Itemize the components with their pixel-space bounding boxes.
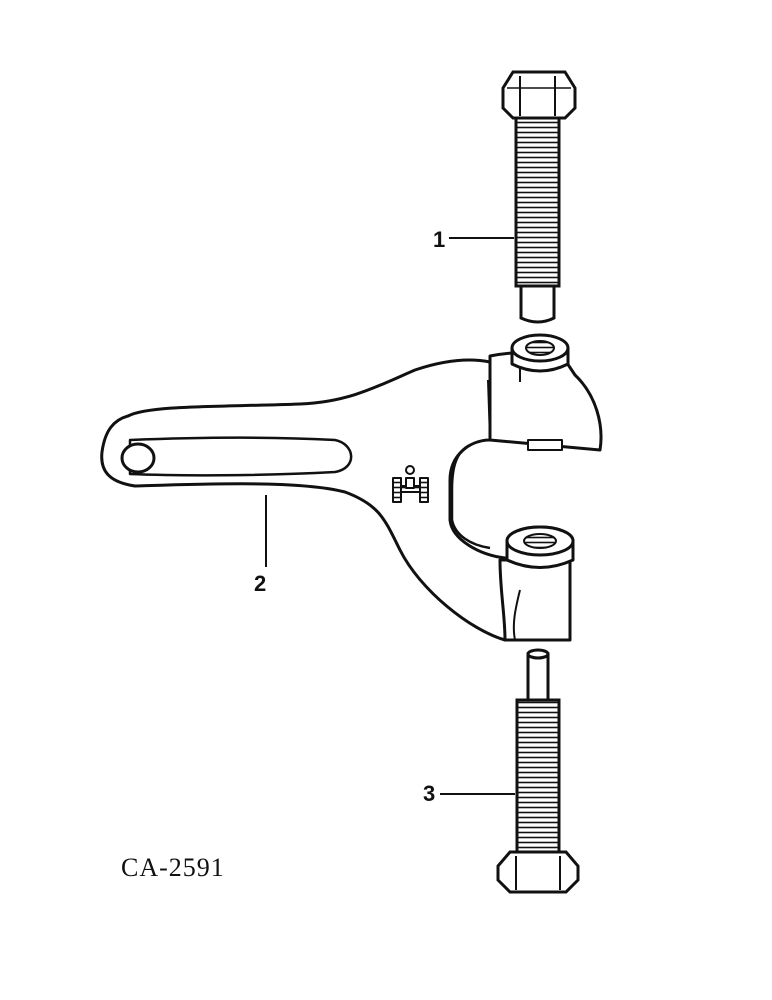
drawing-code: CA-2591 <box>121 853 225 882</box>
upper-jaw-notch <box>528 440 562 450</box>
callout-2: 2 <box>254 571 267 596</box>
lower-jaw <box>500 560 570 640</box>
upper-bolt-thread <box>516 118 559 286</box>
handle-hole <box>122 444 154 472</box>
callout-1: 1 <box>433 227 446 252</box>
lower-bolt-thread <box>517 700 559 852</box>
lower-bolt-hex-head <box>498 852 578 892</box>
upper-bolt-tip <box>521 286 554 322</box>
upper-bolt <box>503 72 575 322</box>
ih-logo <box>393 466 428 502</box>
clamp-body <box>102 335 601 640</box>
clamp-handle <box>102 360 505 640</box>
callout-3: 3 <box>423 781 436 806</box>
upper-bolt-hex-head <box>503 72 575 118</box>
lower-bolt-tip <box>528 654 548 700</box>
handle-slot <box>130 438 351 476</box>
lower-bolt <box>498 650 578 892</box>
leader-lines <box>266 238 515 794</box>
